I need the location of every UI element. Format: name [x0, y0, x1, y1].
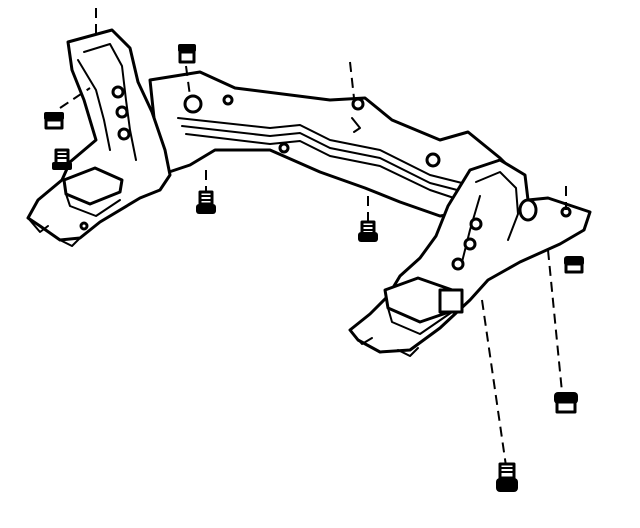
bolt-icon	[52, 148, 72, 170]
bolt-icon	[496, 462, 518, 492]
nut-icon	[44, 112, 64, 130]
mounting-bolt	[52, 148, 518, 492]
alignment-lines	[59, 8, 567, 467]
nut-icon	[564, 256, 584, 274]
nut-icon	[554, 392, 578, 414]
right-frame-rail	[348, 158, 592, 357]
bolt-icon	[196, 190, 216, 214]
frame-crossmember	[148, 70, 522, 218]
nut-icon	[178, 44, 196, 64]
left-frame-rail	[26, 28, 172, 247]
bolt-icon	[358, 220, 378, 242]
retainer-nut	[44, 44, 584, 414]
